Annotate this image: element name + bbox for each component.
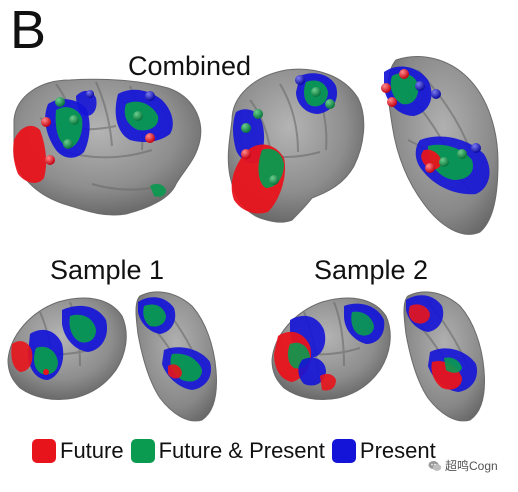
legend-label: Future & Present — [158, 438, 325, 463]
sample2-title: Sample 2 — [314, 255, 429, 285]
sample1-title: Sample 1 — [50, 255, 165, 285]
legend: Future Future & Present Present — [32, 436, 443, 466]
watermark-text: 超鸣Cogn — [445, 459, 498, 473]
future-swatch — [32, 439, 56, 463]
combined-medial-brain — [381, 56, 499, 235]
combined-title: Combined — [128, 51, 252, 81]
legend-item-present: Present — [331, 436, 436, 466]
present-swatch — [331, 439, 356, 463]
combined-lateral-brain — [13, 78, 202, 216]
legend-item-future-and-present: Future & Present — [130, 436, 325, 466]
combined-oblique-brain — [227, 68, 365, 223]
future-and-present-swatch — [130, 439, 155, 463]
watermark: 超鸣Cogn — [428, 458, 498, 474]
sample1-lateral-brain — [7, 297, 127, 401]
sample2-medial-brain — [403, 291, 485, 422]
panel-letter: B — [10, 0, 47, 60]
sample1-medial-brain — [135, 291, 217, 422]
legend-label: Future — [60, 438, 124, 463]
legend-item-future: Future — [32, 436, 124, 466]
sample2-lateral-brain — [271, 297, 391, 401]
legend-label: Present — [359, 438, 436, 463]
wechat-icon — [428, 461, 442, 471]
